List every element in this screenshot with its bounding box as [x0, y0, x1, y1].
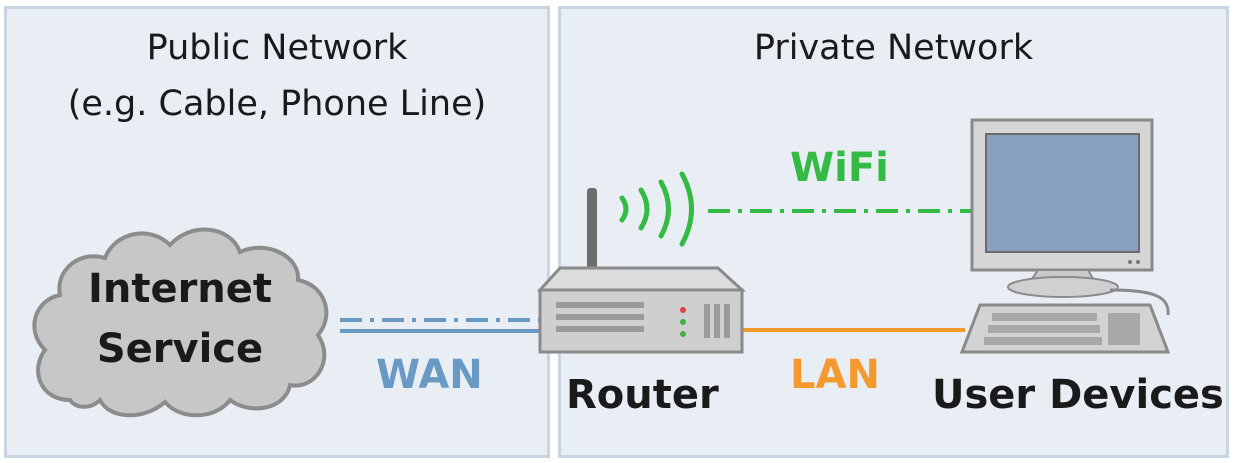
- wifi-waves-icon: [619, 171, 694, 247]
- internet-service-label-line1: Internet: [87, 266, 273, 312]
- wifi-label: WiFi: [790, 145, 889, 191]
- router-icon: [536, 188, 746, 354]
- lan-label: LAN: [790, 352, 880, 398]
- internet-service-label-line2: Service: [96, 326, 264, 372]
- private-network-title: Private Network: [753, 28, 1034, 68]
- public-network-subtitle: (e.g. Cable, Phone Line): [67, 84, 487, 124]
- desktop-computer-icon: [959, 118, 1171, 354]
- router-label: Router: [566, 372, 719, 418]
- wan-label: WAN: [376, 352, 483, 398]
- user-devices-label: User Devices: [932, 372, 1224, 418]
- wan-link: [340, 318, 540, 333]
- public-network-title: Public Network: [146, 28, 408, 68]
- cloud-icon: [32, 227, 329, 418]
